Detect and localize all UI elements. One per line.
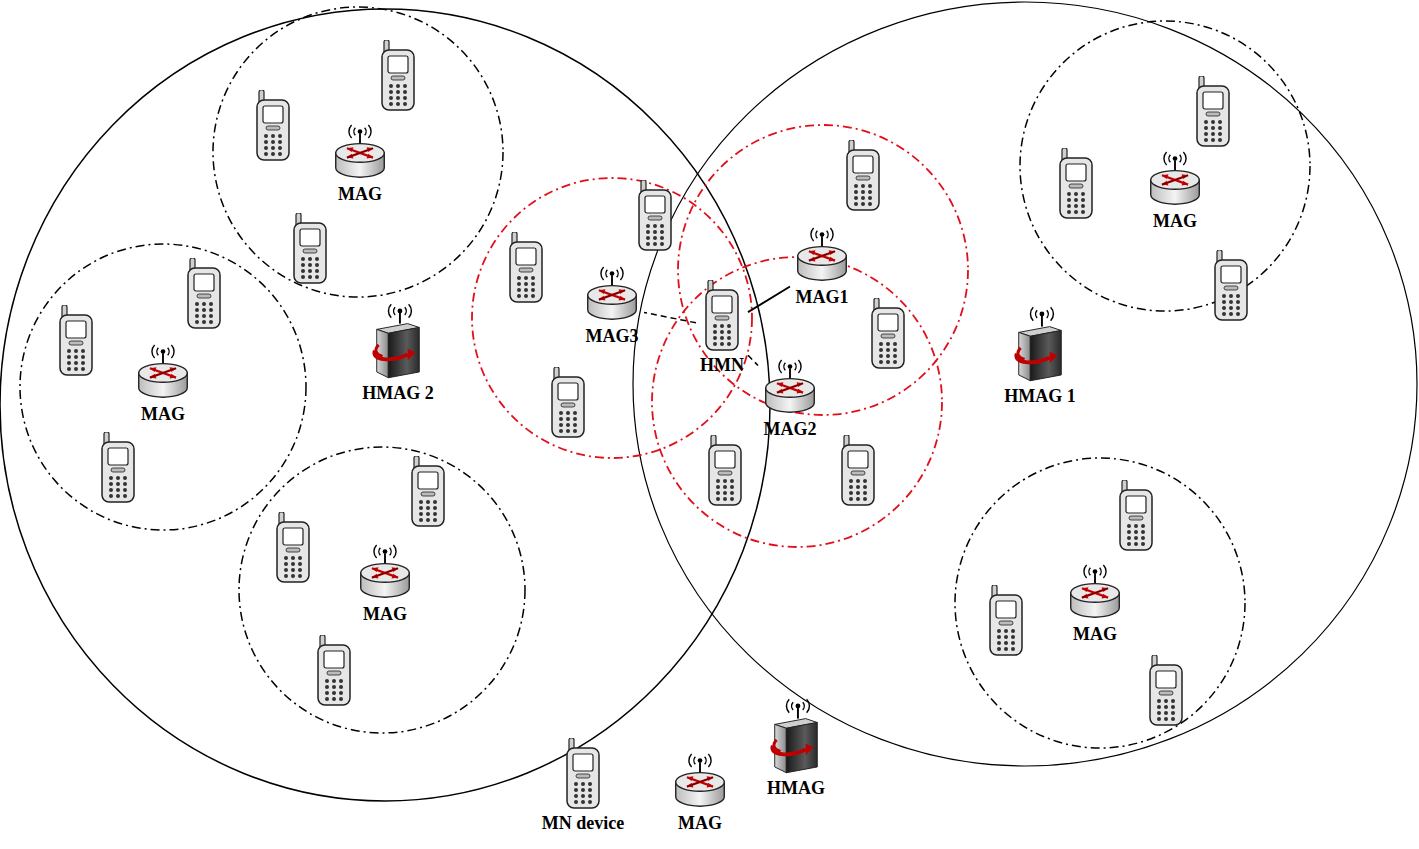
mag-router-icon bbox=[1147, 150, 1203, 208]
device-node: HMAG 1 bbox=[1000, 305, 1080, 407]
hmag-server-icon bbox=[767, 697, 825, 775]
device-node: MAG bbox=[1063, 563, 1127, 645]
mobile-node-icon bbox=[704, 280, 740, 352]
device-node: HMAG 2 bbox=[358, 302, 438, 404]
link-line bbox=[748, 355, 758, 365]
device-node: MAG bbox=[328, 123, 392, 205]
device-label: MAG bbox=[1153, 210, 1197, 232]
device-label: HMAG 2 bbox=[362, 382, 434, 404]
mobile-node-icon bbox=[565, 738, 601, 810]
device-label: MAG bbox=[141, 403, 185, 425]
device-label: MAG bbox=[338, 183, 382, 205]
device-label: HMAG bbox=[767, 777, 825, 799]
device-label: MAG2 bbox=[764, 418, 817, 440]
device-node: MAG bbox=[353, 543, 417, 625]
link-line bbox=[644, 312, 696, 322]
legend-item: MAG bbox=[668, 752, 732, 834]
mag-router-icon bbox=[135, 343, 191, 401]
legend-item: HMAG bbox=[763, 697, 829, 799]
hmag-server-icon bbox=[1011, 305, 1069, 383]
device-node: MAG bbox=[131, 343, 195, 425]
mag-router-icon bbox=[672, 752, 728, 810]
device-node: MAG3 bbox=[580, 265, 644, 347]
mag-router-icon bbox=[357, 543, 413, 601]
device-node: HMN bbox=[696, 280, 748, 376]
device-label: MN device bbox=[542, 812, 624, 834]
mag-router-icon bbox=[794, 226, 850, 284]
device-label: MAG bbox=[1073, 623, 1117, 645]
mag-router-icon bbox=[1067, 563, 1123, 621]
device-label: MAG bbox=[678, 812, 722, 834]
device-label: MAG bbox=[363, 603, 407, 625]
mag-router-icon bbox=[332, 123, 388, 181]
mag-router-icon bbox=[762, 358, 818, 416]
hmag-server-icon bbox=[369, 302, 427, 380]
legend-item: MN device bbox=[538, 738, 629, 834]
device-label: MAG3 bbox=[586, 325, 639, 347]
device-label: HMN bbox=[700, 354, 744, 376]
link-line bbox=[748, 287, 790, 313]
device-node: MAG1 bbox=[790, 226, 854, 308]
device-label: MAG1 bbox=[796, 286, 849, 308]
mag-router-icon bbox=[584, 265, 640, 323]
device-node: MAG2 bbox=[758, 358, 822, 440]
device-node: MAG bbox=[1143, 150, 1207, 232]
device-label: HMAG 1 bbox=[1004, 385, 1076, 407]
